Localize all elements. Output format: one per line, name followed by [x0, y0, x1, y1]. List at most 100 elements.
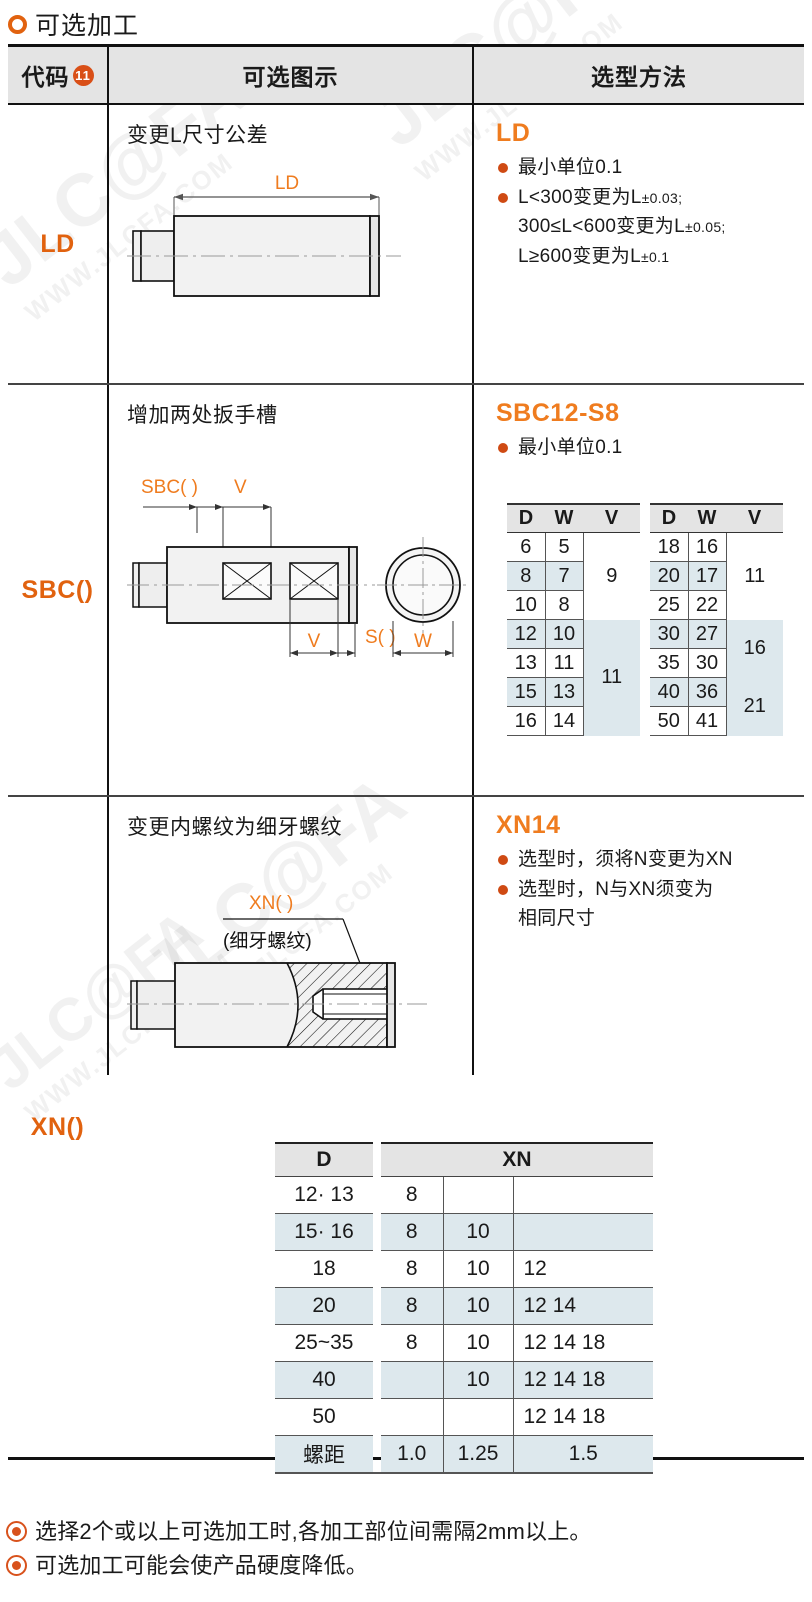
cell-d: 15 — [507, 677, 546, 707]
cell-xn-a: 8 — [381, 1250, 443, 1288]
cell-d: 16 — [507, 706, 546, 736]
table-row: 15 13 — [507, 677, 640, 707]
cell-d: 25~35 — [275, 1324, 373, 1362]
cell-w: 36 — [688, 677, 727, 707]
row-code-sbc: SBC() — [21, 575, 94, 604]
page-title: 可选加工 — [8, 6, 139, 42]
table-row: 30 27 16 — [650, 619, 783, 678]
cell-v: 16 — [726, 619, 783, 678]
dim-label-xn: XN( ) — [249, 893, 293, 914]
spec-header-w: W — [688, 503, 726, 533]
cell-xn-b: 10 — [442, 1287, 513, 1325]
table-row: 12 10 11 — [507, 619, 640, 736]
spacer — [373, 1143, 381, 1177]
double-ring-icon — [6, 1554, 27, 1576]
cell-w: 14 — [545, 706, 584, 736]
spec-header-v: V — [726, 503, 783, 533]
selection-code-xn: XN14 — [496, 811, 561, 839]
row-figure-xn: 变更内螺纹为细牙螺纹 XN( ) (细牙螺纹) — [107, 797, 472, 1075]
column-header-selection: 选型方法 — [472, 47, 804, 103]
code-badge: 11 — [72, 64, 94, 86]
table-row: 50 41 — [650, 706, 783, 736]
footer-note: 可选加工可能会使产品硬度降低。 — [6, 1550, 592, 1582]
selection-notes-ld: 最小单位0.1 L<300变更为L±0.03; 300≤L<600变更为L±0.… — [496, 154, 804, 270]
spec-table-left: D W V 6 5 9 8 7 — [507, 503, 640, 736]
cell-pitch-c: 1.5 — [512, 1435, 653, 1474]
list-item: 300≤L<600变更为L±0.05; — [518, 216, 726, 238]
table-row-xn: XN() 变更内螺纹为细牙螺纹 XN( ) (细牙螺纹) — [8, 795, 804, 1457]
cell-w: 27 — [688, 619, 727, 649]
figure-title-xn: 变更内螺纹为细牙螺纹 — [127, 816, 342, 839]
cell-xn-b: 10 — [442, 1213, 513, 1251]
cell-v: 21 — [726, 677, 783, 736]
cell-d: 6 — [507, 532, 546, 562]
diagram-sbc: SBC( ) V — [127, 477, 469, 657]
cell-xn-b: 10 — [442, 1361, 513, 1399]
spacer — [373, 1325, 381, 1362]
table-row: 50 12 14 18 — [275, 1398, 653, 1436]
cell-xn-b — [442, 1398, 513, 1436]
cell-w: 22 — [688, 590, 727, 620]
cell-w: 17 — [688, 561, 727, 591]
cell-v: 11 — [583, 619, 640, 736]
cell-d: 40 — [275, 1361, 373, 1399]
list-item: L≥600变更为L±0.1 — [518, 245, 670, 267]
spec-header-d: D — [650, 503, 688, 533]
cell-d: 12· 13 — [275, 1176, 373, 1214]
table-row: 10 8 — [507, 590, 640, 620]
table-row: 18 16 11 — [650, 532, 783, 587]
figure-title-ld: 变更L尺寸公差 — [127, 124, 269, 147]
footer-note-text: 可选加工可能会使产品硬度降低。 — [35, 1552, 369, 1578]
dim-label-s: S( ) — [365, 627, 396, 648]
spacer — [373, 1251, 381, 1288]
table-row-pitch: 螺距 1.0 1.25 1.5 — [275, 1435, 653, 1474]
sbc-spec-tables: D W V 6 5 9 8 7 — [507, 503, 783, 736]
diagram-ld: LD — [127, 173, 401, 297]
dim-label-v-top: V — [234, 477, 247, 498]
xn-spec-table: D XN 12· 13 8 15· 16 8 10 18 — [275, 1142, 653, 1474]
column-header-figure: 可选图示 — [107, 47, 472, 103]
row-selection-xn: XN14 选型时，须将N变更为XN 选型时，N与XN须变为 相同尺寸 — [472, 797, 804, 1075]
cell-w: 13 — [545, 677, 584, 707]
row-figure-ld: 变更L尺寸公差 LD — [107, 105, 472, 383]
table-row: 6 5 9 — [507, 532, 640, 587]
list-item: 选型时，须将N变更为XN — [496, 846, 804, 874]
table-row: 12· 13 8 — [275, 1176, 653, 1214]
table-row: 40 36 21 — [650, 677, 783, 736]
dim-label-v-bottom: V — [308, 631, 321, 652]
cell-d: 18 — [275, 1250, 373, 1288]
xn-header-xn: XN — [381, 1142, 653, 1177]
spec-header-d: D — [507, 503, 545, 533]
cell-w: 16 — [688, 532, 727, 562]
selection-notes-xn: 选型时，须将N变更为XN 选型时，N与XN须变为 相同尺寸 — [496, 846, 804, 933]
cell-xn-a — [381, 1361, 443, 1399]
spacer — [373, 1288, 381, 1325]
table-row: 20 8 10 12 14 — [275, 1287, 653, 1325]
cell-w: 41 — [688, 706, 727, 736]
cell-w: 11 — [545, 648, 584, 678]
list-item: L<300变更为L±0.03; — [496, 184, 804, 212]
cell-d: 8 — [507, 561, 546, 591]
cell-d: 20 — [275, 1287, 373, 1325]
row-selection-ld: LD 最小单位0.1 L<300变更为L±0.03; 300≤L<600变更为L… — [472, 105, 804, 383]
list-item: 选型时，N与XN须变为 — [496, 876, 804, 904]
double-ring-icon — [6, 1521, 27, 1542]
cell-xn-b — [442, 1176, 513, 1214]
cell-d: 35 — [650, 648, 689, 678]
cell-d: 25 — [650, 590, 689, 620]
list-item: 最小单位0.1 — [496, 434, 804, 462]
cell-xn-c: 12 14 18 — [512, 1398, 653, 1436]
cell-pitch-label: 螺距 — [275, 1435, 373, 1474]
xn-header-d: D — [275, 1142, 373, 1177]
footer-note-text: 选择2个或以上可选加工时,各加工部位间需隔2mm以上。 — [35, 1519, 592, 1544]
cell-xn-a — [381, 1398, 443, 1436]
table-row: 13 11 — [507, 648, 640, 678]
cell-w: 5 — [545, 532, 584, 562]
table-row: 20 17 — [650, 561, 783, 591]
diagram-xn: XN( ) (细牙螺纹) — [127, 893, 427, 1048]
cell-xn-b: 10 — [442, 1324, 513, 1362]
cell-xn-c: 12 — [512, 1250, 653, 1288]
dim-label-ld: LD — [275, 173, 299, 194]
